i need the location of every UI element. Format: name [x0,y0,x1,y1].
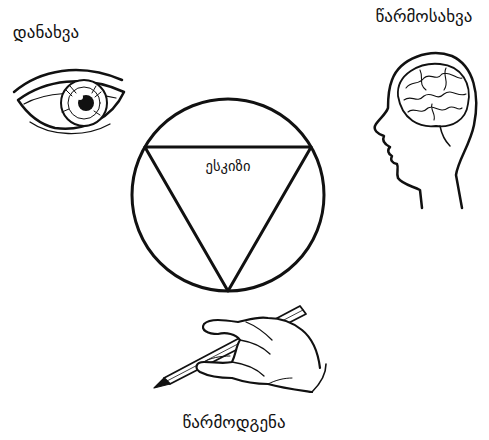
eye-highlight [77,94,83,100]
caption-word: წარმოსახვა [376,6,473,26]
knuckle-lines [204,356,292,384]
hand-illustration [154,306,326,392]
hand-outline [197,317,320,392]
eye-lower-lid [30,122,110,134]
eye-iris-ring [68,87,100,119]
eye-pupil [78,95,94,111]
iris-lines [62,86,101,115]
sketch-node: ესკიზი [130,97,326,293]
finger-lines [232,322,272,376]
brain-folds [404,68,466,120]
eye-iris [61,80,107,126]
brain-stem [440,126,450,146]
caption-word: დანახვა [13,22,79,42]
node-label: ესკიზი [130,157,326,175]
brain-outline [398,64,469,127]
outer-circle [132,99,324,291]
head-illustration [375,53,476,208]
eye-illustration [14,70,124,133]
circle-triangle-outline [130,97,326,293]
wrist-line [312,364,326,392]
head-profile [375,53,476,208]
caption-word: წარმოდგენა [182,412,285,432]
